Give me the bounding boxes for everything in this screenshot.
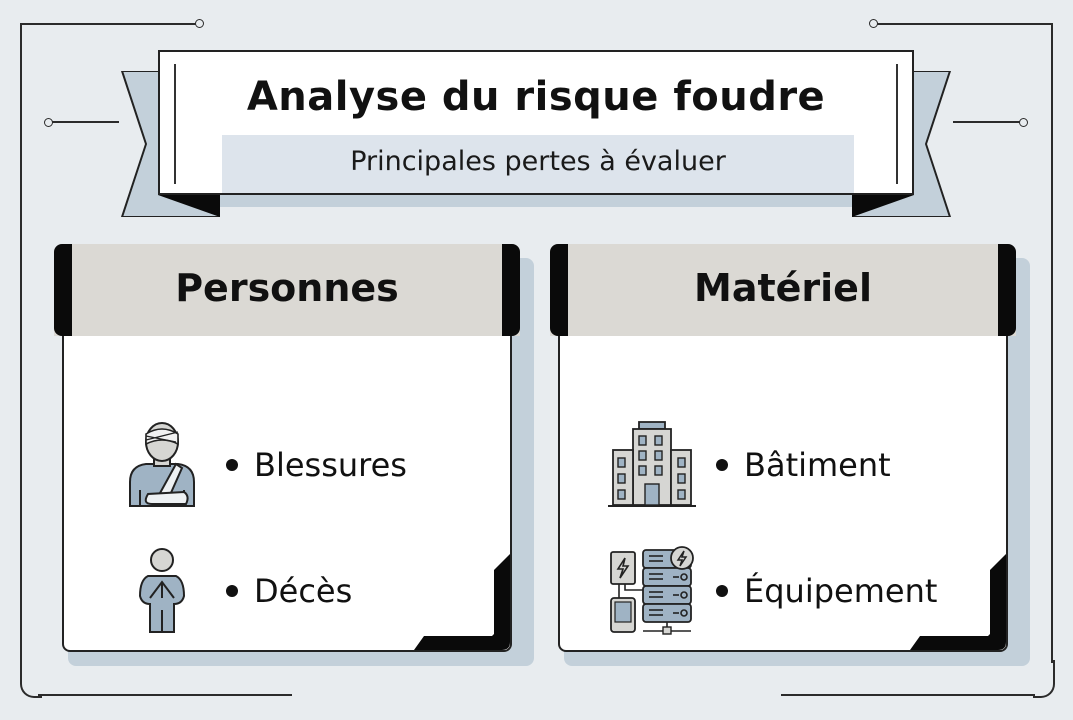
item-label: Équipement [744, 572, 938, 610]
banner: Analyse du risque foudre Principales per… [158, 50, 914, 195]
corner-accent [910, 554, 1006, 650]
server-equipment-icon [606, 546, 698, 636]
card-title: Personnes [175, 266, 399, 310]
header-cap-left [550, 244, 568, 336]
list-item-batiment: Bâtiment [560, 420, 891, 510]
header-cap-right [998, 244, 1016, 336]
card-personnes: Blessures Décès Personnes [54, 244, 534, 666]
bullet [716, 585, 728, 597]
list-item-blessures: Blessures [64, 420, 407, 510]
card-materiel: Bâtiment [550, 244, 1030, 666]
banner-right-bar [896, 64, 898, 184]
bullet [226, 585, 238, 597]
injured-person-icon [116, 420, 208, 510]
item-label: Bâtiment [744, 446, 891, 484]
card-title: Matériel [694, 266, 872, 310]
building-icon [606, 420, 698, 510]
bullet [716, 459, 728, 471]
list-item-equipement: Équipement [560, 546, 937, 636]
card-body: Blessures Décès [62, 324, 512, 652]
banner-shadow [220, 195, 852, 207]
bullet [226, 459, 238, 471]
corner-accent [414, 554, 510, 650]
page-subtitle: Principales pertes à évaluer [350, 146, 726, 177]
banner-left-bar [174, 64, 176, 184]
card-header: Personnes [54, 244, 520, 336]
item-label: Décès [254, 572, 353, 610]
item-label: Blessures [254, 446, 407, 484]
subtitle-band [222, 135, 854, 193]
page-title: Analyse du risque foudre [246, 74, 826, 120]
card-header: Matériel [550, 244, 1016, 336]
list-item-deces: Décès [64, 546, 352, 636]
card-body: Bâtiment [558, 324, 1008, 652]
header-cap-right [502, 244, 520, 336]
header-cap-left [54, 244, 72, 336]
praying-person-icon [116, 546, 208, 636]
